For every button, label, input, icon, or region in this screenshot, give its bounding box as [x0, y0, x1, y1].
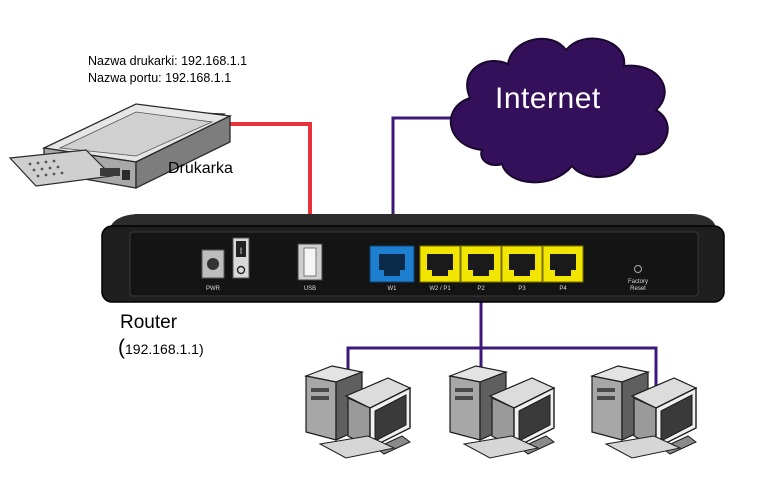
printer-name-line: Nazwa drukarki: 192.168.1.1 — [88, 54, 248, 68]
internet-label: Internet — [495, 82, 601, 115]
printer-info: Nazwa drukarki: 192.168.1.1 Nazwa portu:… — [88, 53, 247, 87]
printer-port-line: Nazwa portu: 192.168.1.1 — [88, 71, 232, 85]
computer-icon — [591, 365, 697, 459]
reset-label-line2: Reset — [630, 286, 646, 292]
computer-icon — [449, 365, 555, 459]
port-label-p1: W2 / P1 — [429, 286, 451, 292]
cloud-icon — [449, 37, 669, 184]
port-label-w1: W1 — [388, 286, 398, 292]
printer-label: Drukarka — [168, 160, 233, 177]
port-label-p2: P2 — [477, 286, 485, 292]
computer-icon — [305, 365, 411, 459]
router-label: Router — [120, 312, 178, 333]
port-label-usb: USB — [304, 286, 316, 292]
factory-reset-button[interactable] — [634, 265, 642, 273]
svg-text:I: I — [240, 246, 243, 256]
printer-icon — [8, 103, 233, 190]
router-icon: I PWR USB W1 W2 / P1 P2 P3 P4 — [101, 214, 725, 303]
port-label-p3: P3 — [518, 286, 526, 292]
lan-ports — [419, 245, 584, 283]
router-ip-open-paren: ( — [118, 336, 125, 359]
reset-label-line1: Factory — [628, 279, 648, 285]
port-label-p4: P4 — [559, 286, 567, 292]
router-ip: (192.168.1.1) — [118, 336, 204, 360]
router-ip-value: 192.168.1.1) — [125, 341, 204, 357]
port-label-pwr: PWR — [206, 286, 221, 292]
